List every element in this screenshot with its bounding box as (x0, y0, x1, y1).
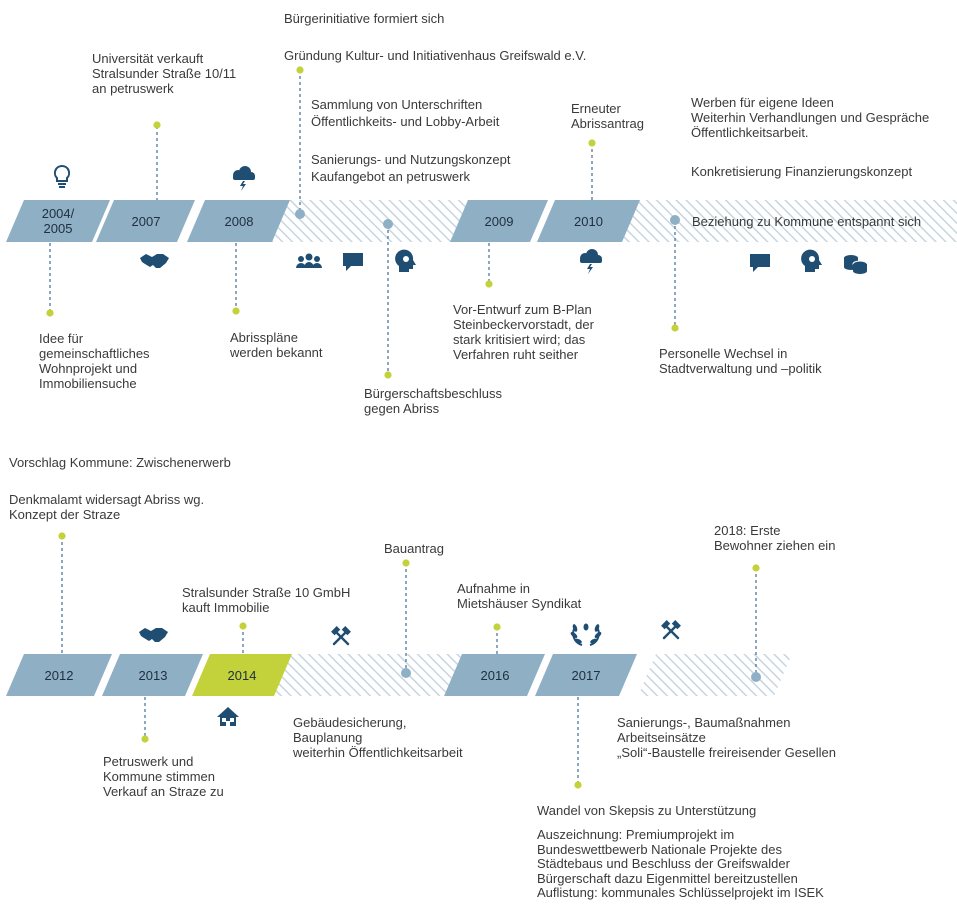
dot-initiative (296, 66, 304, 74)
year-label-2013: 2013 (138, 667, 168, 683)
note-aufnahme: Aufnahme in Mietshäuser Syndikat (457, 581, 582, 611)
note-auszeichnung: Auszeichnung: Premiumprojekt im Bundeswe… (537, 827, 824, 900)
note-initiative: Bürgerinitiative formiert sich (284, 11, 445, 26)
note-sammlung: Sammlung von Unterschriften Öffentlichke… (311, 97, 500, 129)
dot-uni (153, 121, 161, 129)
hammers-icon (331, 626, 351, 646)
row1-hatch-band-a (272, 200, 468, 242)
dot-stralsunder (239, 622, 247, 630)
group-icon (296, 253, 322, 268)
note-idee: Idee für gemeinschaftliches Wohnprojekt … (39, 331, 150, 391)
dot-band-1 (295, 209, 305, 219)
dot-abriss (232, 307, 240, 315)
note-denkmal: Denkmalamt widersagt Abriss wg. Konzept … (9, 492, 205, 522)
dot-erneuter (588, 139, 596, 147)
handshake-icon (139, 628, 168, 642)
row2-hatch-band-a (272, 654, 462, 696)
dot-buergerschaft (384, 371, 392, 379)
year-label-2010: 2010 (574, 213, 603, 229)
note-konkret: Konkretisierung Finanzierungskonzept (691, 164, 913, 179)
dot-band-5 (751, 672, 761, 682)
row1-year-shape-2007 (96, 200, 195, 242)
year-label-2004: 2004/ 2005 (41, 206, 75, 236)
dot-band-4 (401, 668, 411, 678)
band-note: Beziehung zu Kommune entspannt sich (692, 214, 922, 229)
row1-year-shape-2009 (450, 200, 548, 242)
note-vorschlag: Vorschlag Kommune: Zwischenerwerb (9, 455, 231, 470)
dot-bauantrag (402, 559, 410, 567)
speech-bubble-icon (750, 254, 770, 272)
note-personelle: Personelle Wechsel in Stadtverwaltung un… (659, 346, 822, 376)
row2-year-shape-2017 (535, 654, 637, 696)
row1-year-shape-2010 (537, 200, 640, 242)
row1-year-shape-2008 (187, 200, 290, 242)
coins-icon (844, 255, 868, 274)
dot-aufnahme (493, 623, 501, 631)
note-buergerschaft: Bürgerschaftsbeschluss gegen Abriss (364, 386, 503, 416)
hammers-icon (661, 620, 681, 640)
note-werben: Werben für eigene Ideen Weiterhin Verhan… (691, 95, 930, 140)
note-bewohner: 2018: Erste Bewohner ziehen ein (714, 523, 836, 553)
row2-year-shape-2013 (102, 654, 203, 696)
note-stralsunder: Stralsunder Straße 10 GmbH kauft Immobil… (182, 585, 351, 615)
note-vorentwurf: Vor-Entwurf zum B-Plan Steinbeckervorsta… (453, 302, 594, 362)
handshake-icon (140, 254, 169, 268)
note-petruswerk: Petruswerk und Kommune stimmen Verkauf a… (103, 754, 224, 799)
year-label-2017: 2017 (571, 667, 601, 683)
year-label-2014: 2014 (227, 667, 257, 683)
dot-vorentwurf (485, 280, 493, 288)
speech-bubble-icon (343, 253, 363, 271)
year-label-2007: 2007 (131, 213, 161, 229)
storm-cloud-icon (580, 249, 602, 274)
year-label-2012: 2012 (44, 667, 74, 683)
note-gebaeude: Gebäudesicherung, Bauplanung weiterhin Ö… (293, 715, 463, 760)
dot-band-2 (383, 219, 393, 229)
head-gears-icon (395, 249, 416, 272)
dot-idee (46, 309, 54, 317)
lightbulb-icon (53, 164, 71, 188)
dot-personelle (671, 324, 679, 332)
note-abriss: Abrisspläne werden bekannt (230, 330, 323, 360)
row1-hatch-band-b (612, 200, 957, 242)
year-label-2009: 2009 (484, 213, 514, 229)
note-gruendung: Gründung Kultur- und Initiativenhaus Gre… (284, 48, 587, 63)
laurel-wreath-icon (570, 623, 602, 646)
note-uni: Universität verkauft Stralsunder Straße … (92, 51, 237, 96)
year-label-2016: 2016 (480, 667, 510, 683)
row2-year-shape-2014 (192, 654, 292, 696)
year-label-2008: 2008 (224, 213, 254, 229)
row1-year-shape-2004 (6, 200, 110, 242)
dot-bewohner (752, 564, 760, 572)
row2-year-shape-2012 (6, 654, 112, 696)
note-sanierung: Sanierungs- und Nutzungskonzept Kaufange… (311, 152, 511, 184)
note-wandel: Wandel von Skepsis zu Unterstützung (537, 803, 757, 818)
dot-wandel (574, 781, 582, 789)
storm-cloud-icon (233, 166, 255, 191)
dot-petruswerk (141, 735, 149, 743)
note-erneuter: Erneuter Abrissantrag (571, 101, 644, 131)
row2-year-shape-2016 (444, 654, 545, 696)
note-sanierungs: Sanierungs-, Baumaßnahmen Arbeitseinsätz… (617, 715, 836, 760)
note-bauantrag: Bauantrag (384, 541, 444, 556)
dot-band-3 (670, 215, 680, 225)
head-gears-icon (801, 249, 822, 272)
dot-denkmal (58, 532, 66, 540)
house-icon (217, 707, 239, 726)
row2-hatch-band-b (638, 654, 792, 696)
